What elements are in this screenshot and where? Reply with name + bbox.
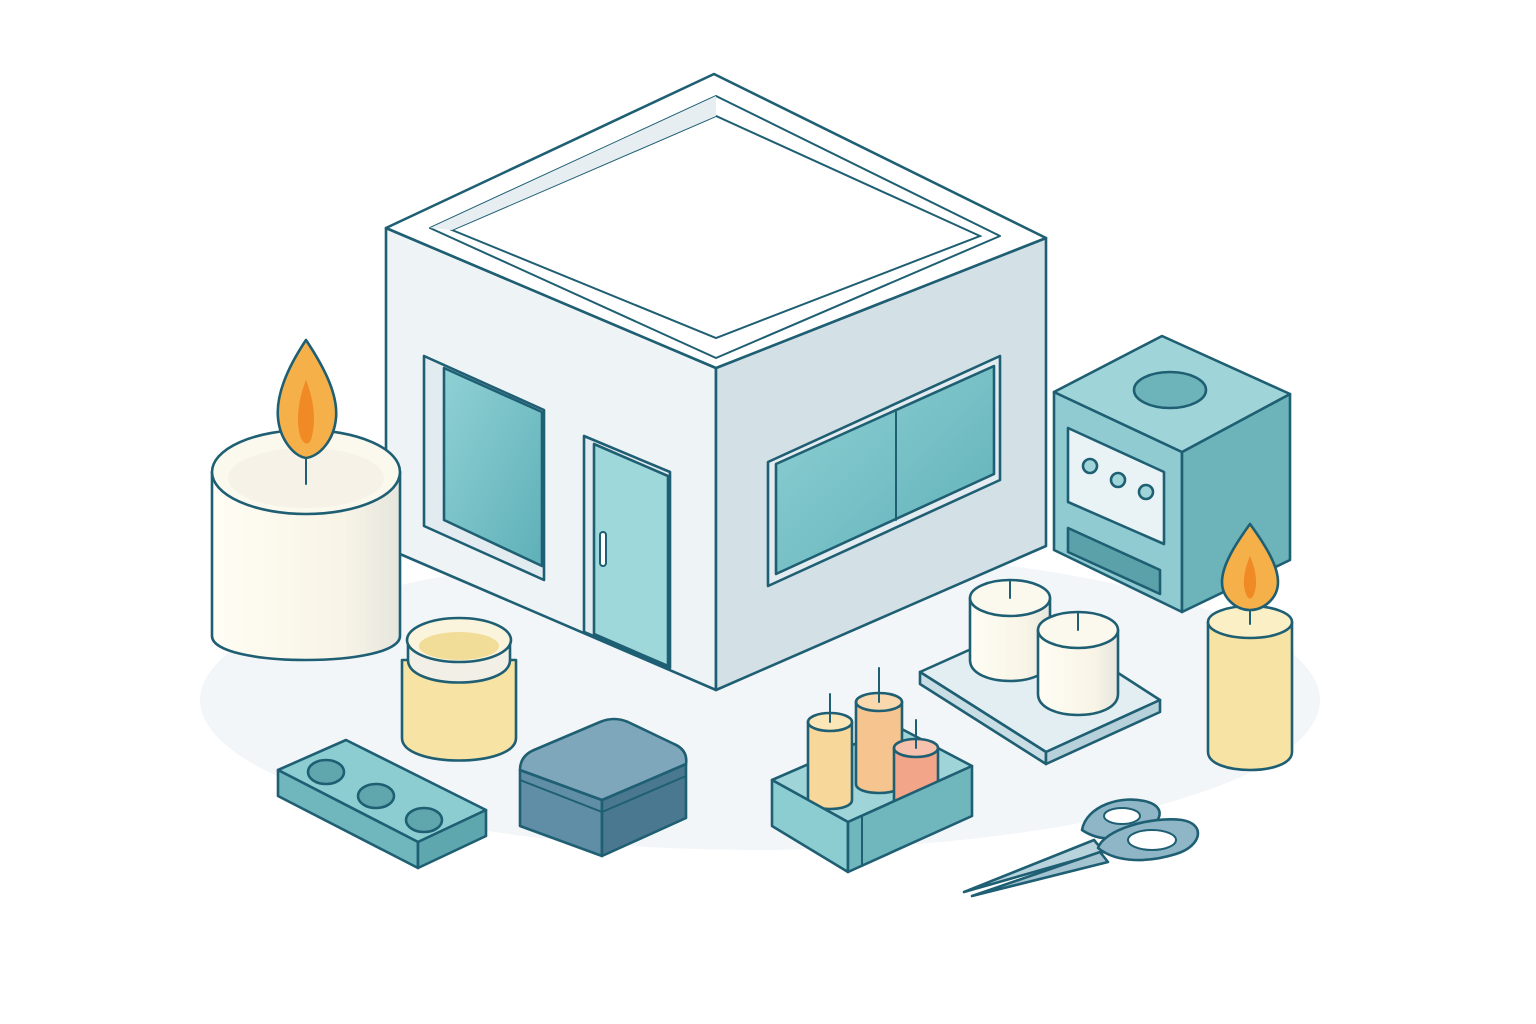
taper-candles-box-icon (770, 667, 974, 874)
flame-icon (276, 338, 338, 460)
mold-tray-icon (276, 738, 488, 870)
large-pillar-candle-icon (210, 338, 402, 662)
flame-icon (1220, 522, 1280, 612)
tall-candle-icon (1206, 522, 1294, 772)
tealight-tray-icon (918, 578, 1162, 766)
storage-box-icon (518, 717, 688, 858)
candle-jar-icon (400, 616, 518, 762)
scissors-icon (962, 798, 1200, 898)
building-icon (384, 72, 1048, 692)
